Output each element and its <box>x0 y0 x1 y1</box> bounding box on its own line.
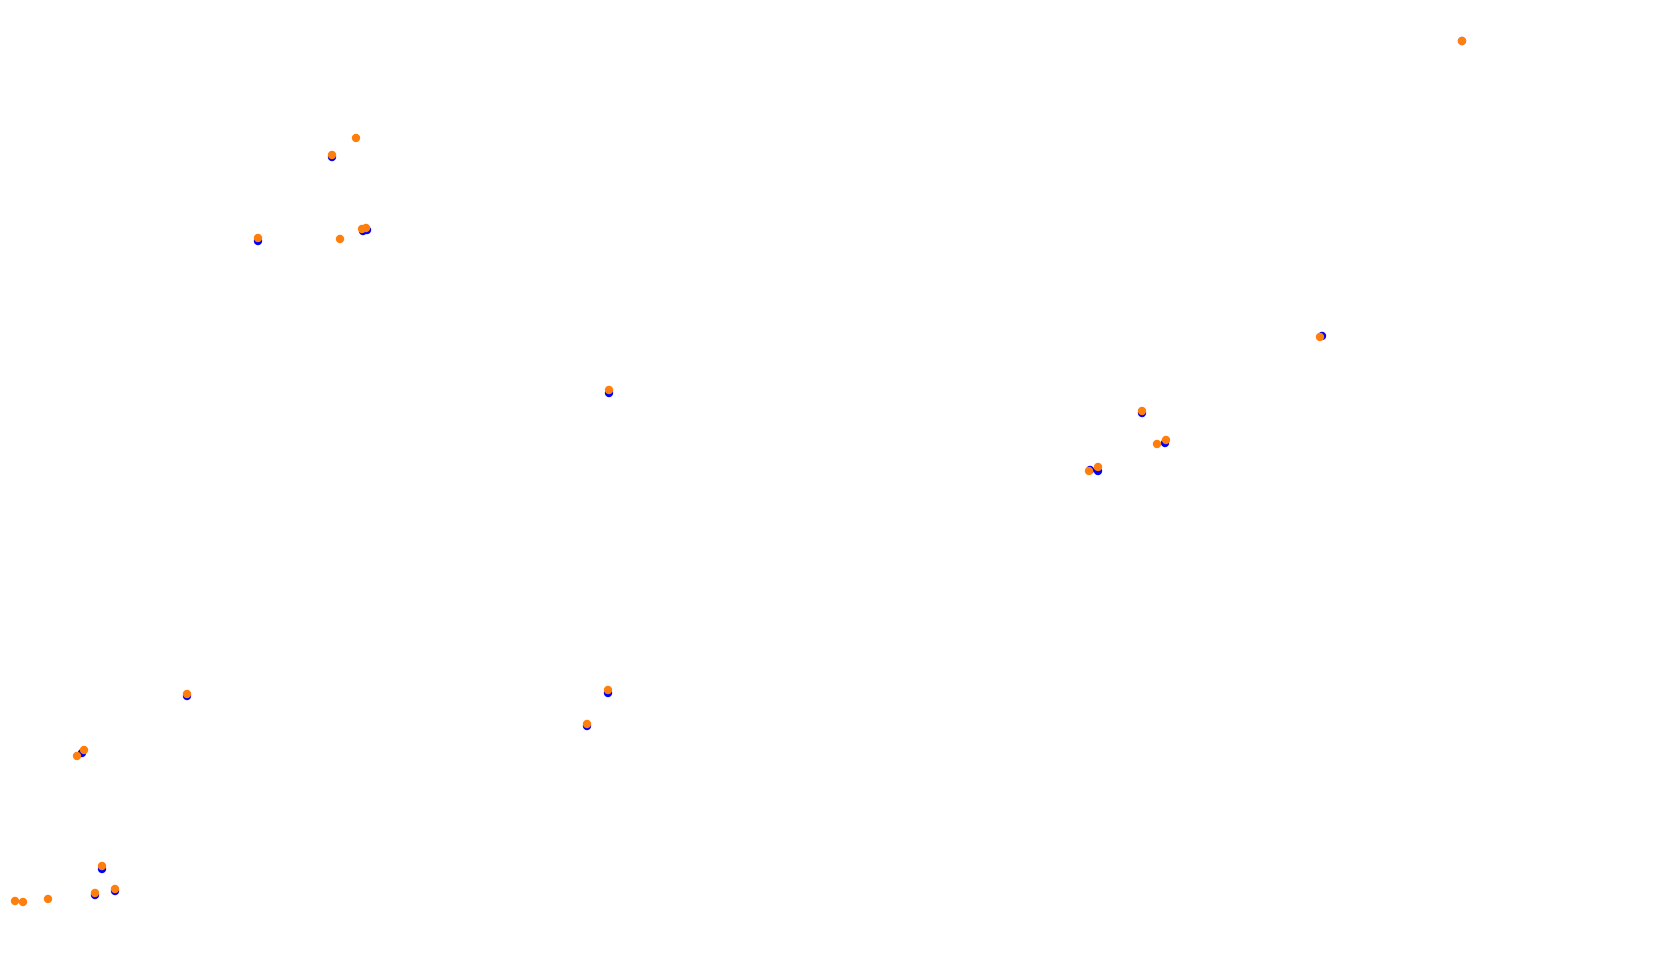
series-1-point-14 <box>182 689 192 699</box>
series-1-point-15 <box>72 751 82 761</box>
series-1-point-0 <box>1457 36 1467 46</box>
series-1-point-6 <box>361 223 371 233</box>
series-1-point-8 <box>1315 332 1325 342</box>
series-1-point-21 <box>110 884 120 894</box>
series-1-point-2 <box>327 150 337 160</box>
series-1-point-19 <box>97 861 107 871</box>
series-1-point-23 <box>18 897 28 907</box>
series-1-point-3 <box>253 233 263 243</box>
series-0 <box>77 36 1467 900</box>
series-1-point-12 <box>1084 466 1094 476</box>
series-1-point-13 <box>1093 462 1103 472</box>
series-1-point-4 <box>335 234 345 244</box>
series-1-point-7 <box>604 385 614 395</box>
series-1-point-20 <box>90 888 100 898</box>
series-1-point-24 <box>43 894 53 904</box>
series-1 <box>10 36 1467 907</box>
series-1-point-22 <box>10 896 20 906</box>
series-1-point-17 <box>603 685 613 695</box>
series-1-point-11 <box>1161 435 1171 445</box>
series-1-point-18 <box>582 719 592 729</box>
series-1-point-16 <box>79 745 89 755</box>
series-layer <box>10 36 1467 907</box>
series-1-point-10 <box>1152 439 1162 449</box>
series-1-point-9 <box>1137 406 1147 416</box>
series-1-point-1 <box>351 133 361 143</box>
